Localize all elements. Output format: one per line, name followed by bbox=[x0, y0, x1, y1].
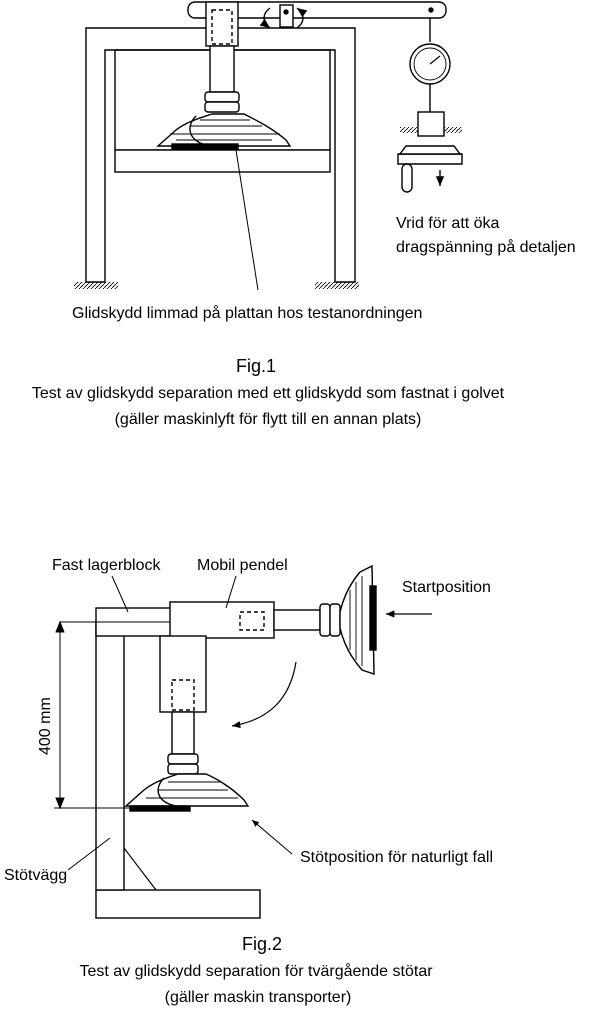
fig1-caption-line2: (gäller maskinlyft för flytt till en ann… bbox=[115, 411, 422, 428]
leader-glued bbox=[235, 149, 259, 291]
leader-wall bbox=[67, 837, 111, 871]
glide-spindle bbox=[204, 45, 240, 113]
dial-gauge bbox=[397, 18, 463, 193]
lever-beam bbox=[187, 1, 447, 47]
glide-foot-impact bbox=[124, 773, 250, 812]
label-pendulum: Mobil pendel bbox=[197, 557, 288, 574]
label-height: 400 mm bbox=[37, 697, 54, 755]
height-dimension bbox=[54, 620, 130, 810]
glide-foot-start bbox=[339, 564, 377, 675]
label-rotate: Vrid för att öka bbox=[396, 215, 500, 232]
label-wall: Stötvägg bbox=[4, 867, 67, 884]
fig2-caption-line1: Test av glidskydd separation för tvärgåe… bbox=[79, 962, 433, 980]
pendulum-arm-impact bbox=[159, 635, 207, 775]
fig1-caption-line1: Test av glidskydd separation med ett gli… bbox=[32, 385, 505, 402]
fig2-number: Fig.2 bbox=[242, 934, 282, 954]
leader-impact bbox=[251, 819, 293, 855]
fig1-number: Fig.1 bbox=[236, 356, 276, 376]
label-impact: Stötposition för naturligt fall bbox=[300, 849, 493, 866]
figure-2 bbox=[54, 564, 432, 919]
ground-hatch-right bbox=[315, 282, 359, 289]
leader-pendulum bbox=[225, 575, 237, 609]
label-glued: Glidskydd limmad på plattan hos testanor… bbox=[72, 304, 422, 322]
glide-foot-fig1 bbox=[156, 113, 292, 150]
label-fixed-block: Fast lagerblock bbox=[52, 557, 161, 574]
test-frame bbox=[85, 27, 356, 283]
ground-hatch-left bbox=[74, 282, 118, 289]
swing-arrow bbox=[231, 661, 297, 729]
label-start: Startposition bbox=[402, 579, 491, 596]
fig2-caption-line2: (gäller maskin transporter) bbox=[165, 989, 352, 1006]
label-rotate-2: dragspänning på detaljen bbox=[396, 238, 576, 256]
figure-1 bbox=[74, 1, 463, 291]
stand-base bbox=[95, 621, 261, 919]
pendulum-arm-start bbox=[169, 601, 341, 639]
leader-fixed-block bbox=[111, 575, 129, 613]
